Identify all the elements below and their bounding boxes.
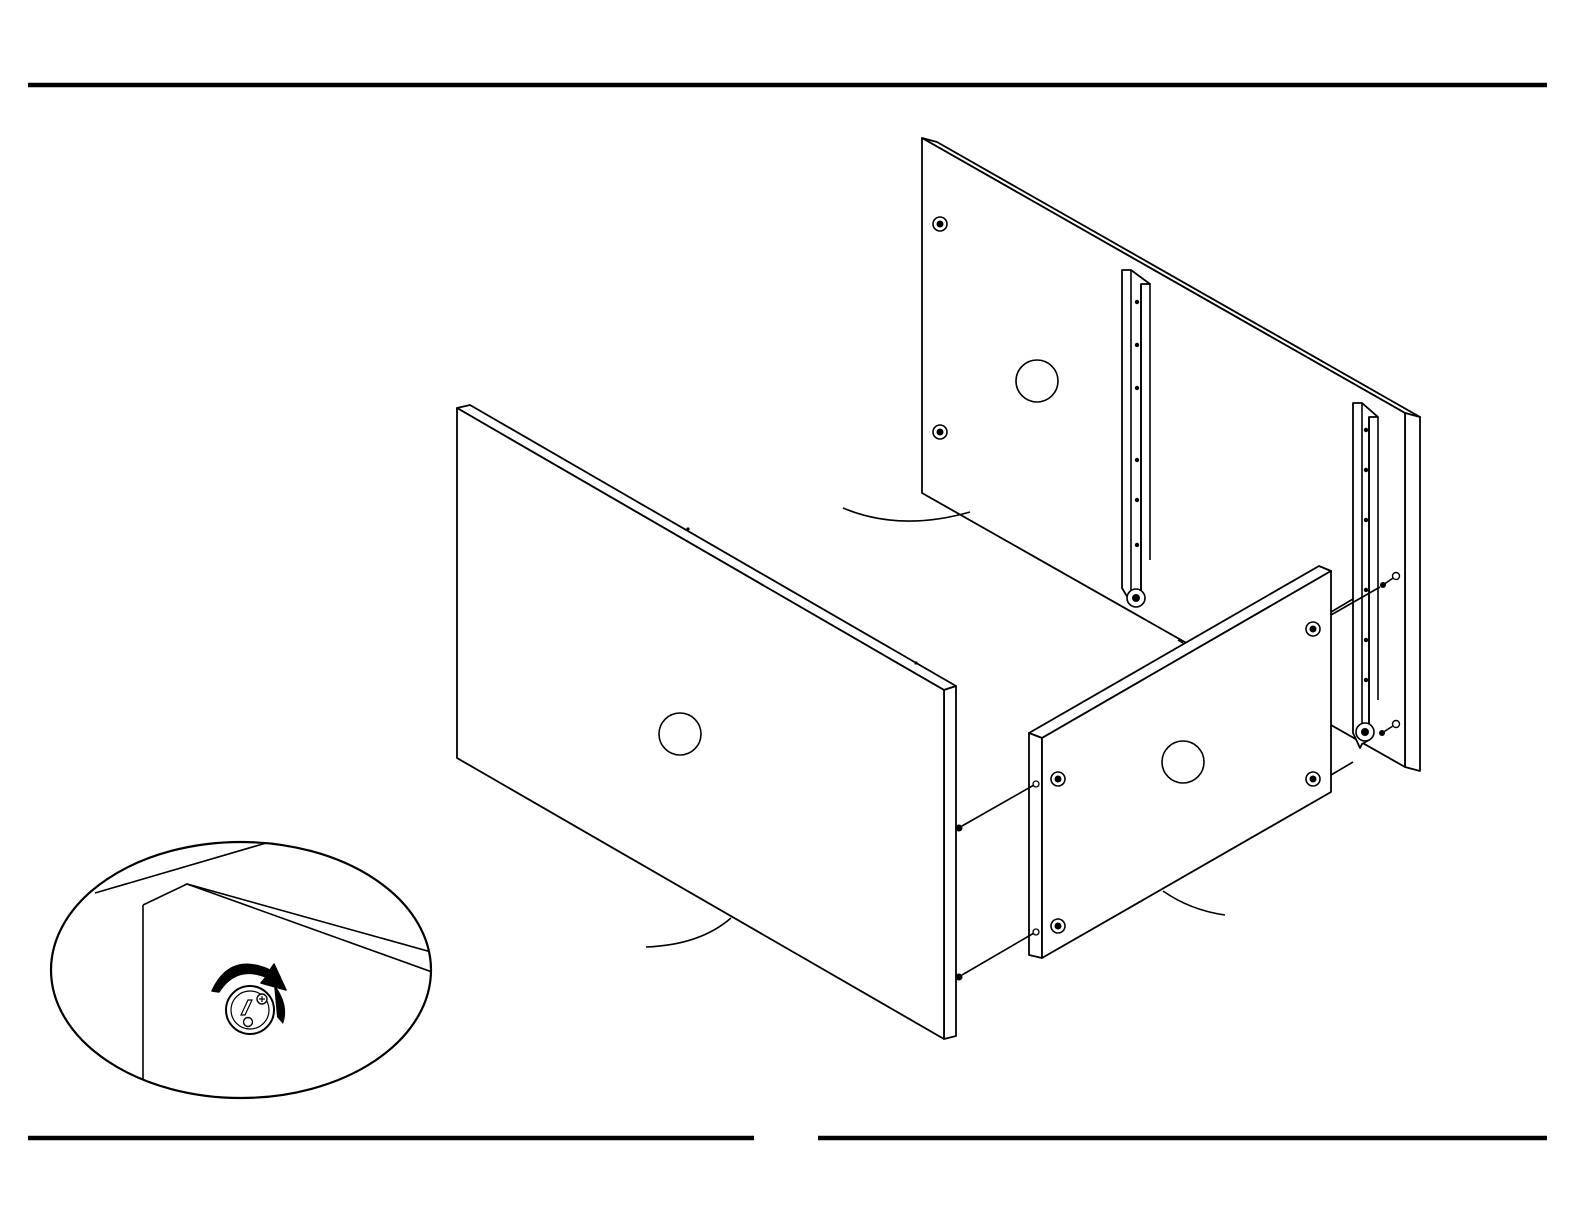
cam-hole-icon (1306, 622, 1320, 636)
drawer-front-side-edge (944, 686, 956, 1039)
drawer-front (457, 405, 963, 1039)
cam-hole-icon (1051, 772, 1065, 786)
part-arc-mark (1163, 891, 1225, 915)
back-panel-side-edge (1405, 413, 1420, 771)
part-arc-mark (646, 918, 731, 947)
cam-hole-icon (933, 425, 947, 439)
assembly-guide-line (962, 785, 1034, 826)
cam-hole-icon (1051, 919, 1065, 933)
dowel-icon (956, 974, 963, 981)
cam-lock-detail (51, 835, 460, 1110)
dowel-icon (956, 825, 963, 832)
cam-hole-icon (1306, 772, 1320, 786)
cam-hole-icon (933, 217, 947, 231)
drawer-side-front-edge (1029, 733, 1042, 958)
cam-lock-icon (226, 986, 274, 1034)
drawer-front-face (457, 408, 944, 1039)
assembly-guide-line (962, 933, 1034, 975)
